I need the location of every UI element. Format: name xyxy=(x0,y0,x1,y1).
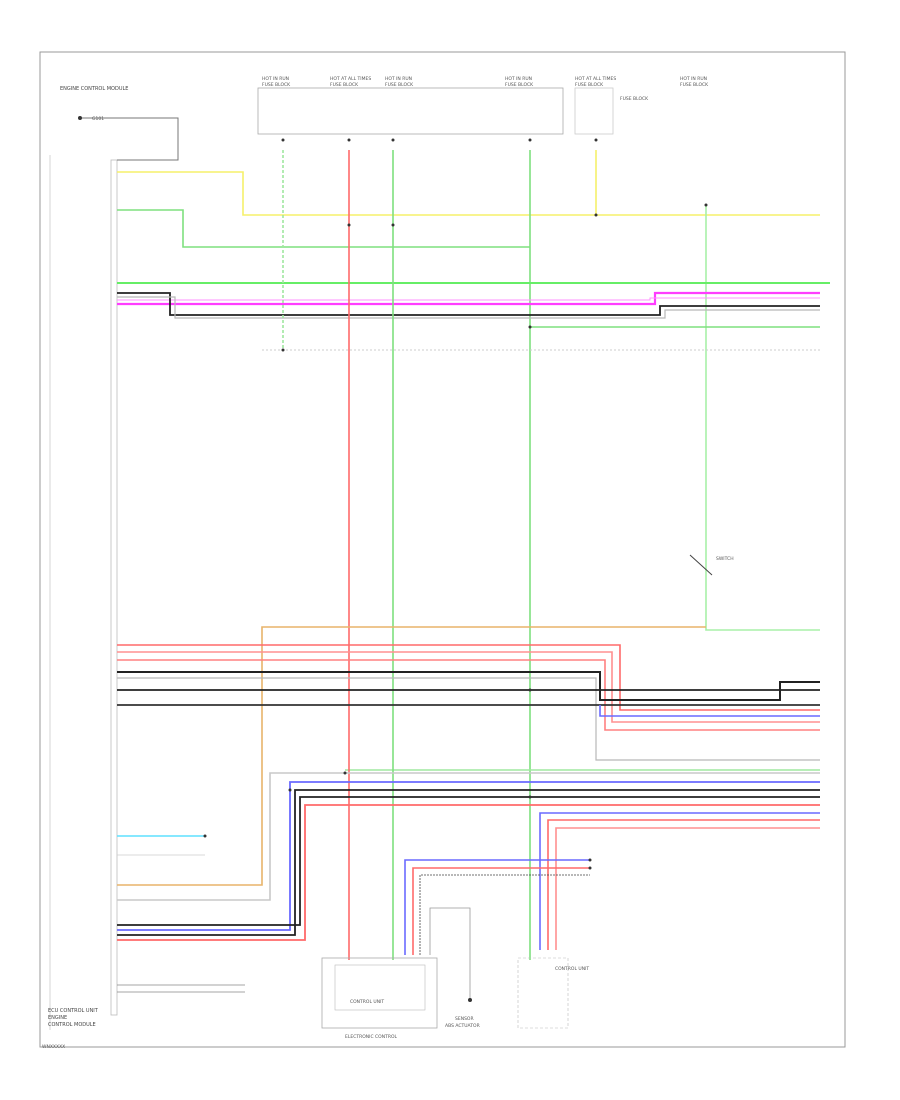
wire-red-1 xyxy=(117,644,820,711)
footer-code: WNXXXXX xyxy=(42,1044,65,1050)
wire-blue-2 xyxy=(117,781,820,931)
fuse-sub-3: FUSE BLOCK xyxy=(385,82,414,88)
left-module-bottom-label-3: CONTROL MODULE xyxy=(48,1022,96,1028)
wire-blue-3 xyxy=(539,812,820,950)
control-unit-sub-label: ELECTRONIC CONTROL xyxy=(345,1034,397,1040)
wire-green-right xyxy=(705,205,820,631)
wire-gray-2 xyxy=(117,677,820,761)
switch-label: SWITCH xyxy=(716,556,734,562)
sensor-sub-label: ABS ACTUATOR xyxy=(445,1023,480,1029)
fuse-sub-5: FUSE BLOCK xyxy=(575,82,604,88)
wire-black-5 xyxy=(117,789,820,936)
control-unit-inner xyxy=(334,964,426,1011)
ground-label: G101 xyxy=(92,116,104,122)
wire-red-5 xyxy=(412,867,590,955)
diagram-frame xyxy=(39,51,846,1048)
control-unit-box xyxy=(321,957,438,1029)
fuse-label-3: HOT IN RUN xyxy=(385,76,412,82)
control-unit-label: CONTROL UNIT xyxy=(350,999,384,1005)
wire-green-1 xyxy=(117,209,530,248)
fuse-label-4: HOT IN RUN xyxy=(505,76,532,82)
wire-red-3 xyxy=(117,804,820,941)
wire-red-4 xyxy=(547,819,820,950)
left-module-bottom-label-2: ENGINE xyxy=(48,1015,67,1021)
wire-magenta-2 xyxy=(117,297,820,301)
fuse-sub-1: FUSE BLOCK xyxy=(262,82,291,88)
wire-black-1 xyxy=(117,292,820,316)
wire-pink-1 xyxy=(117,651,820,723)
right-unit-label: CONTROL UNIT xyxy=(555,966,589,972)
wire-blue-4 xyxy=(404,859,590,955)
wire-black-6 xyxy=(117,796,820,926)
right-unit-box xyxy=(517,957,569,1029)
wire-gray-1 xyxy=(117,296,820,319)
fuse-sub-6: FUSE BLOCK xyxy=(680,82,709,88)
wire-blue-1 xyxy=(599,705,820,717)
wire-red-2 xyxy=(117,659,820,731)
fuse-label-2: HOT AT ALL TIMES xyxy=(330,76,371,82)
fuse-label-6: HOT IN RUN xyxy=(680,76,707,82)
wire-gray-4 xyxy=(429,907,471,1000)
switch-contact xyxy=(689,554,713,576)
fuse-sub-4: FUSE BLOCK xyxy=(505,82,534,88)
wire-orange xyxy=(117,626,706,886)
fuse-box-caption: FUSE BLOCK xyxy=(620,96,649,102)
wire-black-7 xyxy=(419,874,590,955)
wire-pink-2 xyxy=(555,827,820,950)
left-connector-strip xyxy=(110,159,118,1016)
wire-gray-3 xyxy=(117,772,820,901)
left-module-top-label: ENGINE CONTROL MODULE xyxy=(60,86,128,92)
fuse-block-box xyxy=(257,87,564,135)
splice-dots xyxy=(78,116,708,1002)
wire-yellow xyxy=(117,171,820,216)
left-module-bottom-label-1: ECU CONTROL UNIT xyxy=(48,1008,99,1014)
fuse-block-box-right xyxy=(574,87,614,135)
wire-black-2 xyxy=(117,671,820,701)
wires xyxy=(82,117,830,1000)
fuse-label-5: HOT AT ALL TIMES xyxy=(575,76,616,82)
fuse-sub-2: FUSE BLOCK xyxy=(330,82,359,88)
wire-ground xyxy=(82,117,179,161)
fuse-label-1: HOT IN RUN xyxy=(262,76,289,82)
sensor-label: SENSOR xyxy=(455,1016,474,1022)
